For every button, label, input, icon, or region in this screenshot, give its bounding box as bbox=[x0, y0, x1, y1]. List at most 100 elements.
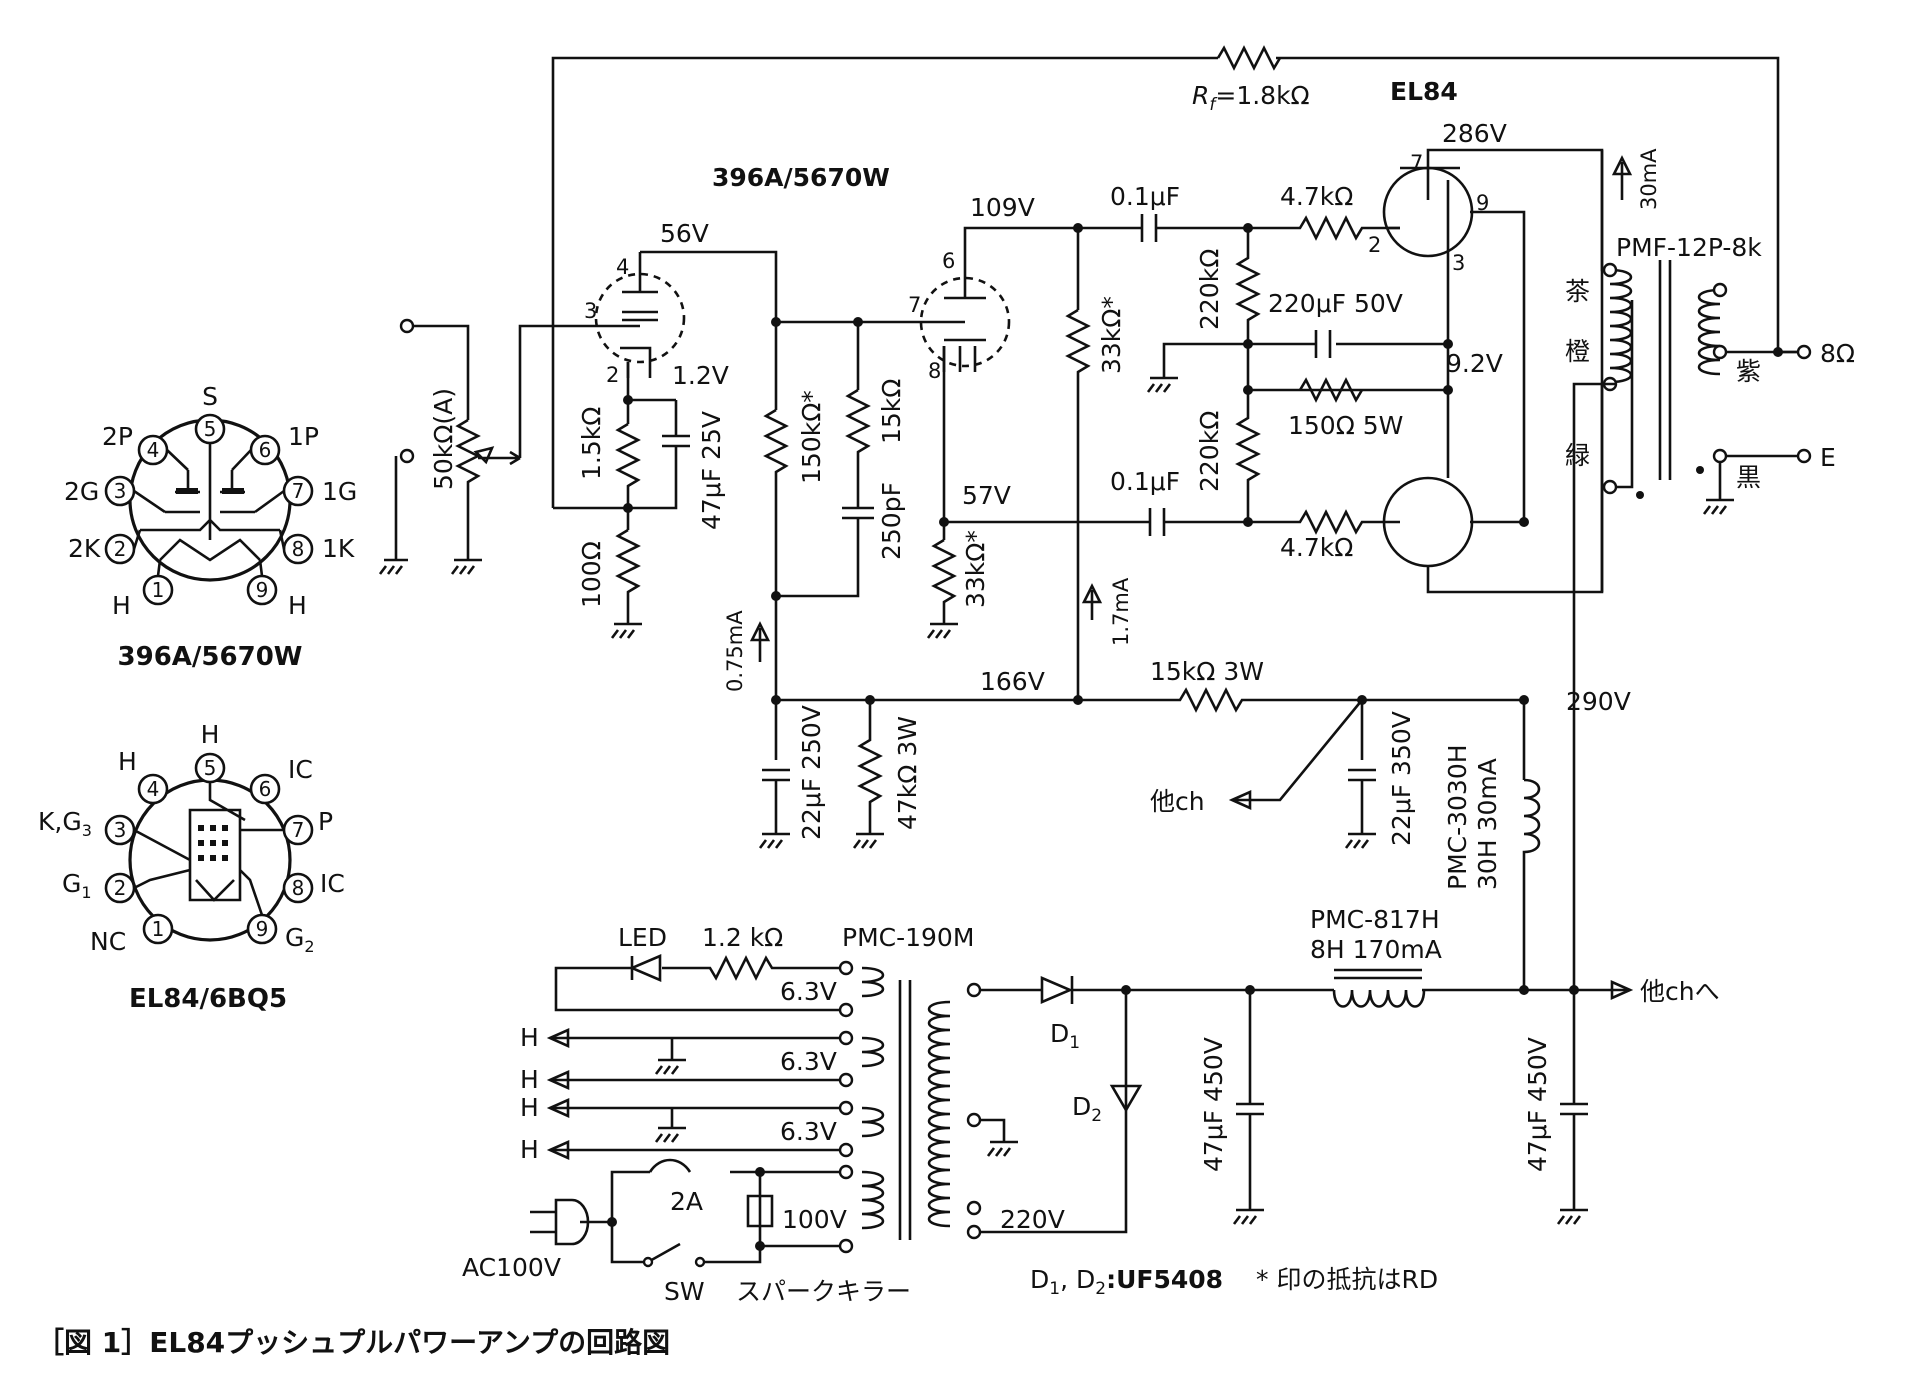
pin-396a-label-h2: H bbox=[288, 591, 307, 620]
pin-396a-label-2g: 2G bbox=[64, 477, 99, 506]
pin-396a-label-1g: 1G bbox=[322, 477, 357, 506]
pinout-396a bbox=[104, 413, 314, 606]
res-15k-3w: 15kΩ 3W bbox=[1150, 657, 1264, 686]
res-100-ohm: 100Ω bbox=[577, 541, 606, 608]
fuse-2a: 2A bbox=[670, 1187, 703, 1216]
diode-d1: D1 bbox=[1050, 1019, 1080, 1053]
led-label: LED bbox=[618, 923, 667, 952]
wire-murasaki: 紫 bbox=[1736, 357, 1761, 386]
choke-pmc-817h-spec: 8H 170mA bbox=[1310, 935, 1442, 964]
opt-label: PMF-12P-8k bbox=[1616, 233, 1762, 262]
pin-396a-3: 3 bbox=[114, 479, 127, 503]
voltage-57v: 57V bbox=[962, 481, 1011, 510]
pin-el84-6: 6 bbox=[259, 777, 272, 801]
res-150-ohm-5w: 150Ω 5W bbox=[1288, 411, 1403, 440]
choke-pmc-3030h-spec: 30H 30mA bbox=[1473, 758, 1502, 890]
el84-pin-9: 9 bbox=[1476, 191, 1489, 215]
heater-6-3v-b: 6.3V bbox=[780, 1047, 837, 1076]
pin-396a-1: 1 bbox=[152, 578, 165, 602]
pin-el84-label-p: P bbox=[318, 807, 333, 836]
pin-el84-5: 5 bbox=[204, 756, 217, 780]
choke-pmc-3030h: PMC-3030H bbox=[1443, 744, 1472, 890]
secondary-220v: 220V bbox=[1000, 1205, 1065, 1234]
t2-pin-6: 6 bbox=[942, 249, 955, 273]
pin-396a-label-1k: 1K bbox=[322, 534, 355, 563]
pin-el84-label-ic8: IC bbox=[320, 869, 345, 898]
pinout-396a-title: 396A/5670W bbox=[118, 642, 303, 672]
pin-396a-5: 5 bbox=[204, 417, 217, 441]
cap-0-1uf-lower: 0.1μF bbox=[1110, 467, 1180, 496]
wire-dai: 橙 bbox=[1565, 337, 1590, 366]
cap-47uf-450v-b: 47μF 450V bbox=[1523, 1037, 1552, 1172]
diode-note: D1, D2:UF5408 bbox=[1030, 1265, 1223, 1299]
voltage-9-2v: 9.2V bbox=[1446, 349, 1503, 378]
pinout-el84 bbox=[104, 752, 314, 945]
pin-396a-8: 8 bbox=[292, 537, 305, 561]
heater-h-3: H bbox=[520, 1093, 539, 1122]
other-channel-to: 他chへ bbox=[1640, 977, 1720, 1006]
pin-396a-label-1p: 1P bbox=[288, 422, 319, 451]
pin-el84-label-g1: G1 bbox=[62, 869, 92, 902]
t1-pin-4: 4 bbox=[616, 255, 629, 279]
cap-47uf-25v: 47μF 25V bbox=[697, 411, 726, 530]
pin-el84-1: 1 bbox=[152, 917, 165, 941]
current-0-75ma: 0.75mA bbox=[723, 610, 747, 692]
pinout-el84-title: EL84/6BQ5 bbox=[129, 984, 287, 1014]
current-30ma: 30mA bbox=[1637, 148, 1661, 210]
rd-note: * 印の抵抗はRD bbox=[1256, 1265, 1438, 1294]
t1-pin-3: 3 bbox=[584, 299, 597, 323]
driver-tube-title: 396A/5670W bbox=[712, 163, 890, 192]
cap-22uf-250v: 22μF 250V bbox=[797, 705, 826, 840]
res-1-5k: 1.5kΩ bbox=[577, 407, 606, 480]
res-1-2k: 1.2 kΩ bbox=[702, 923, 783, 952]
pin-el84-label-h5: H bbox=[201, 720, 220, 749]
primary-100v: 100V bbox=[782, 1205, 847, 1234]
ground-symbols bbox=[378, 376, 1734, 1225]
res-15k: 15kΩ bbox=[877, 379, 906, 444]
cap-220uf-50v: 220μF 50V bbox=[1268, 289, 1403, 318]
heater-h-4: H bbox=[520, 1135, 539, 1164]
wiring bbox=[399, 45, 1812, 1268]
pin-el84-3: 3 bbox=[114, 818, 127, 842]
pin-el84-label-ic6: IC bbox=[288, 755, 313, 784]
voltage-290v: 290V bbox=[1566, 687, 1631, 716]
pin-396a-6: 6 bbox=[259, 438, 272, 462]
cap-250pf: 250pF bbox=[877, 482, 906, 560]
res-150k: 150kΩ* bbox=[797, 390, 826, 484]
res-4-7k-lower: 4.7kΩ bbox=[1280, 533, 1353, 562]
t2-pin-8: 8 bbox=[928, 359, 941, 383]
wire-midori: 緑 bbox=[1565, 441, 1590, 470]
feedback-resistor-label: Rf=1.8kΩ bbox=[1192, 81, 1310, 115]
pin-396a-label-h1: H bbox=[112, 591, 131, 620]
voltage-1-2v: 1.2V bbox=[672, 361, 729, 390]
heater-6-3v-a: 6.3V bbox=[780, 977, 837, 1006]
choke-pmc-817h: PMC-817H bbox=[1310, 905, 1440, 934]
res-47k-3w: 47kΩ 3W bbox=[893, 716, 922, 830]
pin-el84-7: 7 bbox=[292, 818, 305, 842]
pin-396a-label-s: S bbox=[202, 382, 218, 411]
ac-100v: AC100V bbox=[462, 1253, 561, 1282]
voltage-286v: 286V bbox=[1442, 119, 1507, 148]
res-4-7k-upper: 4.7kΩ bbox=[1280, 182, 1353, 211]
t1-pin-2: 2 bbox=[606, 363, 619, 387]
res-220k-lower: 220kΩ bbox=[1195, 411, 1224, 492]
pin-396a-label-2p: 2P bbox=[102, 422, 133, 451]
current-1-7ma: 1.7mA bbox=[1109, 577, 1133, 646]
res-33k-cathode: 33kΩ* bbox=[961, 530, 990, 608]
spark-killer: スパークキラー bbox=[736, 1277, 911, 1306]
res-220k-upper: 220kΩ bbox=[1195, 249, 1224, 330]
heater-h-1: H bbox=[520, 1023, 539, 1052]
res-33k-plate: 33kΩ* bbox=[1097, 296, 1126, 374]
diode-d2: D2 bbox=[1072, 1092, 1102, 1126]
figure-caption: ［図 1］EL84プッシュプルパワーアンプの回路図 bbox=[36, 1326, 670, 1359]
el84-pin-2: 2 bbox=[1368, 233, 1381, 257]
pin-el84-2: 2 bbox=[114, 876, 127, 900]
pin-396a-9: 9 bbox=[256, 578, 269, 602]
cap-47uf-450v-a: 47μF 450V bbox=[1199, 1037, 1228, 1172]
el84-pin-3: 3 bbox=[1452, 251, 1465, 275]
pin-el84-label-nc: NC bbox=[90, 927, 126, 956]
output-e: E bbox=[1820, 443, 1836, 472]
el84-title: EL84 bbox=[1390, 77, 1458, 106]
voltage-109v: 109V bbox=[970, 193, 1035, 222]
